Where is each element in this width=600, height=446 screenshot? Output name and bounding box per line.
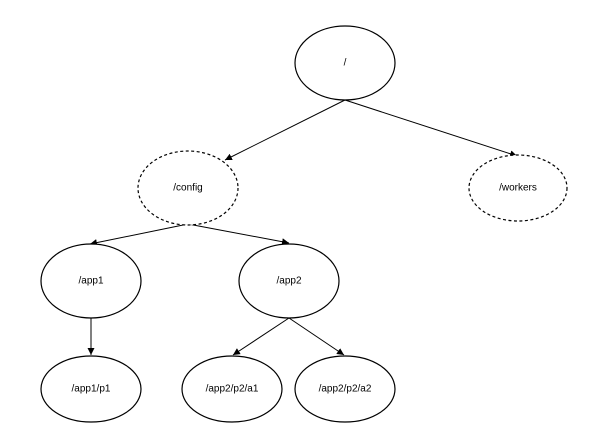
- node-app2-p2-a2-label: /app2/p2/a2: [319, 384, 372, 395]
- node-root: /: [294, 25, 396, 101]
- node-app1: /app1: [40, 243, 142, 319]
- node-app2-p2-a2-shape: [294, 355, 396, 423]
- node-config: /config: [137, 150, 239, 226]
- node-app2-p2-a1: /app2/p2/a1: [181, 355, 283, 423]
- edge-app2-a1: [232, 317, 290, 356]
- node-config-shape: [137, 150, 239, 226]
- edges-group: [87, 99, 518, 356]
- node-workers-shape: [468, 154, 568, 222]
- node-app1-p1-shape: [40, 355, 142, 423]
- node-app1-shape: [40, 243, 142, 319]
- node-app1-p1: /app1/p1: [40, 355, 142, 423]
- edge-config-app1: [89, 223, 189, 247]
- node-app2-p2-a2: /app2/p2/a2: [294, 355, 396, 423]
- nodes-group: / /config /workers /app1 /app2 /app1/p1 …: [40, 25, 568, 423]
- edge-root-workers: [344, 99, 518, 158]
- edge-app2-a2: [288, 317, 345, 356]
- node-config-label: /config: [173, 183, 202, 194]
- node-workers: /workers: [468, 154, 568, 222]
- node-root-shape: [294, 25, 396, 101]
- node-app2: /app2: [238, 243, 340, 319]
- node-app1-p1-label: /app1/p1: [72, 384, 111, 395]
- edge-config-app2: [187, 223, 290, 246]
- edge-root-config: [224, 99, 346, 161]
- node-app2-label: /app2: [276, 276, 301, 287]
- node-app1-label: /app1: [78, 276, 103, 287]
- node-root-label: /: [344, 58, 347, 69]
- node-workers-label: /workers: [499, 183, 537, 194]
- node-app2-p2-a1-shape: [181, 355, 283, 423]
- node-app2-shape: [238, 243, 340, 319]
- node-app2-p2-a1-label: /app2/p2/a1: [206, 384, 259, 395]
